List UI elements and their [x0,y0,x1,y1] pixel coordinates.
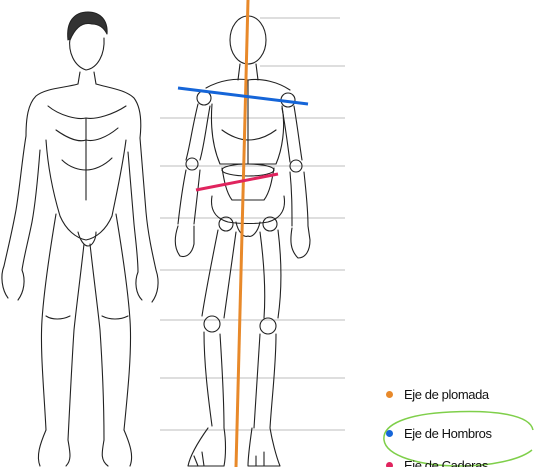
legend-label: Eje de Hombros [404,426,492,441]
orange-dot-icon [386,391,393,398]
human-figure-drawing [0,0,160,467]
legend: Eje de plomada Eje de Hombros Eje de Cad… [380,380,535,467]
hip-axis-line [196,174,278,190]
blue-dot-icon [386,430,393,437]
legend-item-plumb: Eje de plomada [386,387,489,402]
legend-item-hips: Eje de Caderas [386,458,488,467]
legend-label: Eje de plomada [404,387,489,402]
legend-item-shoulders: Eje de Hombros [386,426,492,441]
plumb-axis-line [236,0,248,467]
pink-dot-icon [386,462,393,467]
legend-label: Eje de Caderas [404,458,488,467]
